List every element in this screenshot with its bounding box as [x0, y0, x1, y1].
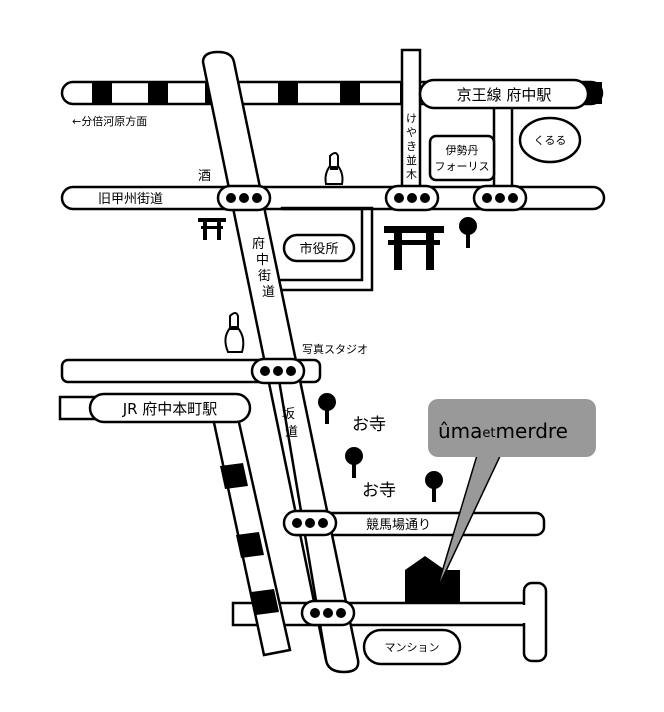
tree-icon	[459, 217, 477, 248]
svg-text:き: き	[406, 140, 417, 153]
saka-michi-label: 坂 道	[282, 407, 298, 440]
keyaki-namiki-label: け や き 並 木	[406, 112, 417, 181]
torii-icon-small	[198, 218, 226, 240]
fuchu-kaido-label: 府 中 街 道	[252, 237, 275, 300]
svg-text:フォーリス: フォーリス	[435, 160, 490, 173]
svg-text:や: や	[406, 126, 417, 139]
jr-station-text: JR 府中本町駅	[122, 400, 218, 418]
svg-text:道: 道	[285, 425, 298, 440]
jr-railway	[211, 416, 292, 657]
svg-text:市役所: 市役所	[299, 241, 338, 257]
svg-text:くるる: くるる	[534, 134, 567, 147]
torii-icon-large	[384, 226, 444, 270]
svg-text:木: 木	[406, 168, 417, 181]
traffic-light-6	[300, 599, 356, 627]
sake-label: 酒	[198, 169, 211, 184]
traffic-light-1	[216, 184, 272, 212]
tree-icon	[345, 447, 363, 478]
isetan-label: 伊勢丹 フォーリス	[428, 134, 496, 182]
svg-text:伊勢丹: 伊勢丹	[446, 143, 479, 157]
keio-station-label: 京王線 府中駅	[418, 78, 590, 110]
tree-icon	[425, 471, 443, 502]
otera-label-1: お寺	[352, 415, 386, 435]
tree-icon	[318, 393, 336, 424]
svg-text:府: 府	[252, 237, 265, 252]
svg-text:並: 並	[406, 153, 417, 167]
svg-text:道: 道	[262, 285, 275, 300]
svg-text:街: 街	[258, 269, 271, 284]
keibajo-dori-label: 競馬場通り	[366, 518, 431, 533]
shop-callout: ûmaetmerdre	[428, 399, 596, 593]
traffic-light-2	[384, 184, 440, 212]
kururu-label: くるる	[518, 116, 582, 164]
photo-studio-label: 写真スタジオ	[302, 342, 368, 356]
traffic-light-3	[472, 184, 528, 212]
sake-bottle-icon	[324, 152, 344, 185]
jr-station-label: JR 府中本町駅	[88, 392, 252, 424]
traffic-light-5	[282, 509, 338, 537]
right-vertical-road	[522, 581, 548, 663]
mansion-label: マンション	[362, 628, 462, 666]
svg-text:坂: 坂	[282, 407, 295, 422]
kyu-koshu-kaido-label: 旧甲州街道	[98, 192, 163, 207]
svg-text:マンション: マンション	[385, 641, 440, 654]
shop-building-icon	[405, 556, 460, 603]
shop-name-text: ûmaetmerdre	[438, 419, 568, 443]
shiyakusho-label: 市役所	[282, 233, 356, 263]
otera-label-2: お寺	[362, 481, 396, 501]
svg-text:け: け	[406, 112, 417, 125]
bubaigawara-direction: ←分倍河原方面	[72, 114, 147, 128]
keio-station-text: 京王線 府中駅	[457, 86, 552, 104]
sake-bottle-icon-2	[224, 312, 245, 353]
kururu-connector-road	[492, 102, 514, 196]
svg-text:中: 中	[256, 253, 269, 268]
traffic-light-4	[250, 357, 306, 385]
